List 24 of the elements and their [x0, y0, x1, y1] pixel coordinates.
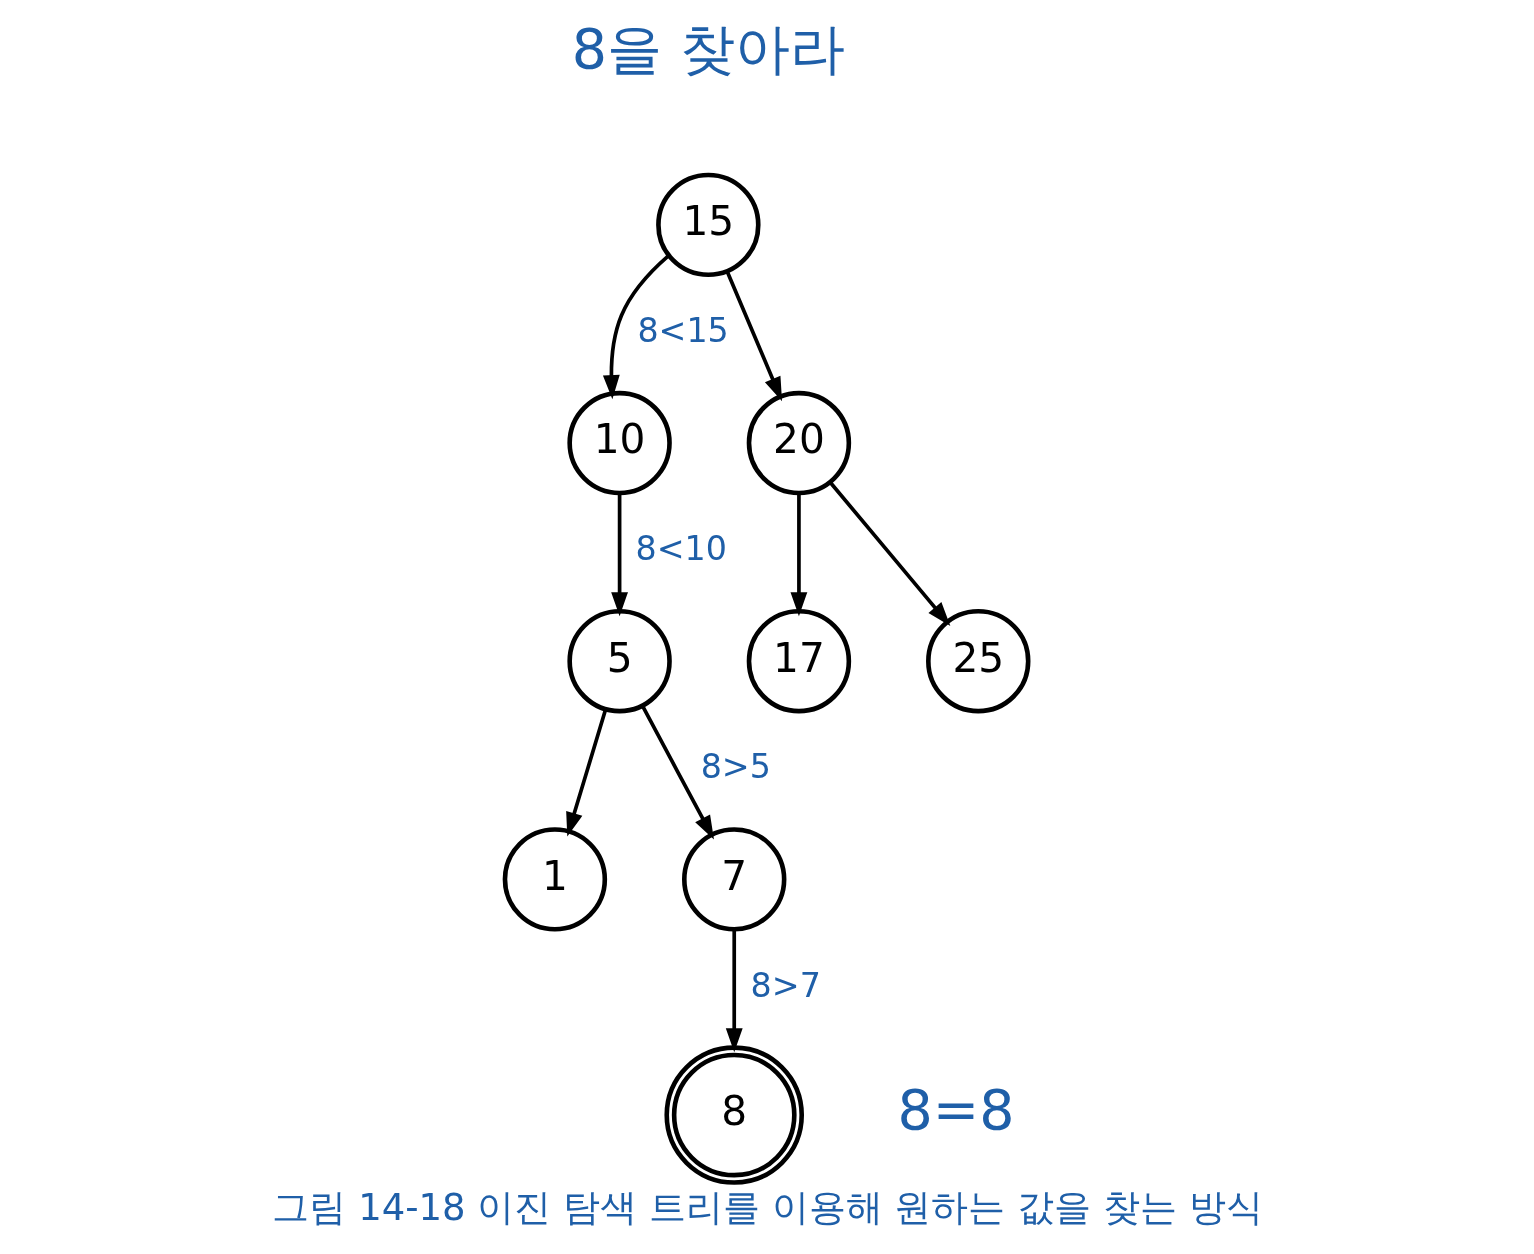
edge-label: 8<15: [636, 311, 729, 351]
edge-label: 8<10: [635, 529, 727, 569]
node-circle: 5: [566, 609, 672, 714]
node-circle: 25: [925, 609, 1030, 714]
arrow: [790, 493, 807, 617]
edge-label: 8>5: [700, 747, 771, 787]
node-circle: 7: [681, 827, 786, 932]
arrow: [724, 270, 782, 402]
arrow: [610, 493, 628, 617]
edge-label: 8>7: [750, 965, 821, 1005]
node-circle: 20: [746, 390, 851, 496]
caption: 그림 14-18 이진 탐색 트리를 이용해 원하는 값을 찾는 방식: [271, 1185, 1263, 1229]
arrow: [602, 254, 670, 400]
diagram-title: 8을 찾아라: [571, 16, 845, 81]
arrow: [565, 709, 607, 837]
node-circle: 8: [663, 1045, 804, 1185]
arrow: [828, 481, 950, 626]
node-circle: 17: [746, 609, 851, 714]
node-circle: 15: [655, 172, 761, 278]
arrow: [640, 705, 714, 840]
node-circle: 10: [566, 390, 672, 496]
arrow: [725, 929, 743, 1053]
node-label: 8=8: [897, 1077, 1015, 1142]
node-circle: 1: [502, 827, 607, 932]
